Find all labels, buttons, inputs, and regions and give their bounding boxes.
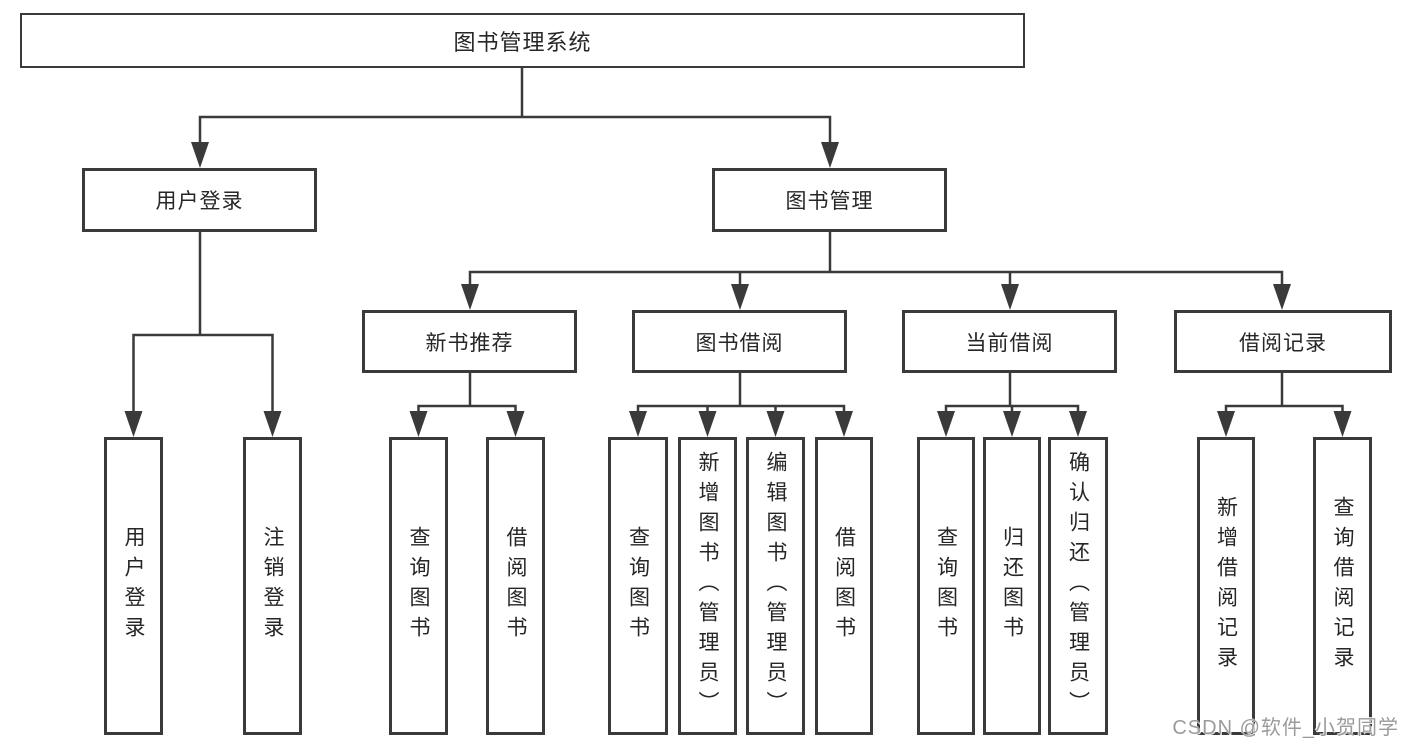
node-library-system-label: 图书管理系统 bbox=[453, 29, 592, 55]
leaf-confirm-return-admin: 确认归还（管理员） bbox=[1048, 437, 1108, 735]
leaf-query-borrow-record-label: 查询借阅记录 bbox=[1331, 496, 1355, 676]
leaf-edit-book-admin-label: 编辑图书（管理员） bbox=[764, 451, 788, 721]
leaf-query-books-recommend: 查询图书 bbox=[389, 437, 448, 735]
node-current-borrow: 当前借阅 bbox=[902, 310, 1117, 373]
node-library-system: 图书管理系统 bbox=[20, 13, 1025, 68]
leaf-logout-label: 注销登录 bbox=[261, 526, 285, 646]
node-book-management-label: 图书管理 bbox=[785, 190, 874, 213]
node-borrow-records: 借阅记录 bbox=[1174, 310, 1392, 373]
leaf-return-book-label: 归还图书 bbox=[1000, 526, 1024, 646]
node-book-borrow: 图书借阅 bbox=[632, 310, 847, 373]
leaf-add-borrow-record-label: 新增借阅记录 bbox=[1214, 496, 1238, 676]
node-book-borrow-label: 图书借阅 bbox=[695, 331, 784, 355]
leaf-query-books-recommend-label: 查询图书 bbox=[407, 526, 431, 646]
leaf-borrow-books-label: 借阅图书 bbox=[832, 526, 856, 646]
leaf-user-login: 用户登录 bbox=[104, 437, 163, 735]
leaf-query-books-current-label: 查询图书 bbox=[934, 526, 958, 646]
leaf-borrow-books-recommend-label: 借阅图书 bbox=[504, 526, 528, 646]
leaf-borrow-books-recommend: 借阅图书 bbox=[486, 437, 545, 735]
leaf-user-login-label: 用户登录 bbox=[122, 526, 146, 646]
node-current-borrow-label: 当前借阅 bbox=[965, 331, 1054, 355]
leaf-query-books-current: 查询图书 bbox=[917, 437, 975, 735]
leaf-borrow-books: 借阅图书 bbox=[815, 437, 873, 735]
leaf-return-book: 归还图书 bbox=[983, 437, 1041, 735]
node-new-book-recommend-label: 新书推荐 bbox=[425, 331, 514, 355]
leaf-query-books-borrow-label: 查询图书 bbox=[626, 526, 650, 646]
leaf-edit-book-admin: 编辑图书（管理员） bbox=[746, 437, 805, 735]
leaf-logout: 注销登录 bbox=[243, 437, 302, 735]
leaf-add-borrow-record: 新增借阅记录 bbox=[1197, 437, 1255, 735]
leaf-confirm-return-admin-label: 确认归还（管理员） bbox=[1066, 451, 1090, 721]
node-borrow-records-label: 借阅记录 bbox=[1239, 331, 1327, 355]
leaf-add-book-admin-label: 新增图书（管理员） bbox=[696, 451, 720, 721]
leaf-query-books-borrow: 查询图书 bbox=[608, 437, 668, 735]
node-book-management: 图书管理 bbox=[712, 168, 947, 232]
leaf-query-borrow-record: 查询借阅记录 bbox=[1313, 437, 1372, 735]
csdn-watermark: CSDN @软件_小贺同学 bbox=[1172, 717, 1399, 739]
leaf-add-book-admin: 新增图书（管理员） bbox=[678, 437, 737, 735]
node-new-book-recommend: 新书推荐 bbox=[362, 310, 577, 373]
node-user-login: 用户登录 bbox=[82, 168, 317, 232]
node-user-login-label: 用户登录 bbox=[155, 190, 244, 213]
